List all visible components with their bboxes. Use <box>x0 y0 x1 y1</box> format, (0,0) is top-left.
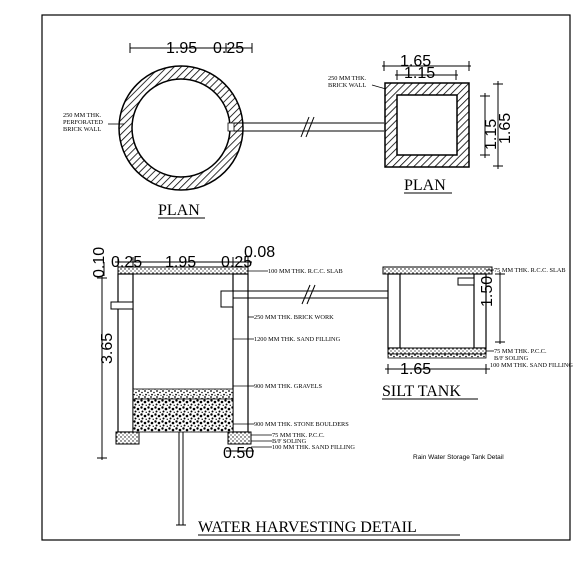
silt-section-dim-width: 1.65 <box>400 361 431 378</box>
section-dim-base: 0.50 <box>223 445 254 462</box>
silt-section-title: SILT TANK <box>382 383 461 400</box>
well-plan-title: PLAN <box>158 202 200 219</box>
silt-base-pcc <box>387 347 487 355</box>
well-label-line2: PERFORATED <box>63 119 103 126</box>
plan-well: 1.95 0.25 250 MM THK. PERFORATED BRICK W… <box>63 40 253 219</box>
section-dim-top-left: 0.25 <box>111 254 142 271</box>
section-dim-slab: 0.10 <box>91 247 108 278</box>
well-dim-diameter: 1.95 <box>166 40 197 57</box>
silt-plan-title: PLAN <box>404 177 446 194</box>
silt-dim-v-outer: 1.65 <box>497 113 514 144</box>
section-label-slab: 100 MM THK. R.C.C. SLAB <box>268 268 343 275</box>
section-base-right <box>227 431 252 445</box>
section-left-wall <box>117 273 134 433</box>
section-label-brick: 250 MM THK. BRICK WORK <box>254 314 334 321</box>
section-title: WATER HARVESTING DETAIL <box>198 519 417 536</box>
well-dim-wall: 0.25 <box>213 40 244 57</box>
section-label-sand-base: 100 MM THK. SAND FILLING <box>272 444 355 451</box>
section-dim-depth: 3.65 <box>99 333 116 364</box>
drawing-border <box>41 14 571 541</box>
plan-pipe <box>227 116 384 138</box>
section-base-left <box>115 431 140 445</box>
silt-section-dim-height: 1.50 <box>479 276 496 307</box>
silt-base-soling <box>387 353 487 359</box>
silt-inner-wall <box>396 94 458 156</box>
silt-label-line2: BRICK WALL <box>328 82 366 89</box>
section-dim-top-right: 0.25 <box>221 254 252 271</box>
section-well: 0.25 1.95 0.25 0.08 0.10 3.65 0.50 100 M… <box>91 244 460 536</box>
section-label-sand: 1200 MM THK. SAND FILLING <box>254 336 341 343</box>
well-label-line3: BRICK WALL <box>63 126 101 133</box>
section-dim-top-mid: 1.95 <box>165 254 196 271</box>
plan-silt: 1.65 1.15 1.15 1.65 250 MM THK. BRICK WA… <box>328 53 514 194</box>
section-label-boulders: 900 MM THK. STONE BOULDERS <box>254 421 349 428</box>
silt-section-label-soling: B/F SOLING <box>494 355 529 362</box>
silt-dim-inner: 1.15 <box>404 65 435 82</box>
silt-section-label-slab: 75 MM THK. R.C.C. SLAB <box>494 267 566 274</box>
silt-dim-outer: 1.65 <box>400 53 431 70</box>
section-slab <box>117 266 249 275</box>
silt-label-line1: 250 MM THK. <box>328 75 367 82</box>
well-inner-wall <box>131 78 231 178</box>
section-label-gravel: 900 MM THK. GRAVELS <box>254 383 322 390</box>
section-gravels <box>132 388 234 400</box>
silt-left-wall <box>387 273 401 349</box>
section-boulders <box>132 398 234 433</box>
section-label-soling: B/F SOLING <box>272 438 307 445</box>
silt-slab <box>382 266 493 275</box>
well-label-line1: 250 MM THK. <box>63 112 102 119</box>
silt-dim-v-inner: 1.15 <box>483 119 500 150</box>
section-silt: 1.50 1.65 75 MM THK. R.C.C. SLAB 75 MM T… <box>382 266 573 400</box>
silt-section-label-sand: 100 MM THK. SAND FILLING <box>490 362 573 369</box>
silt-section-label-pcc: 75 MM THK. P.C.C. <box>494 348 547 355</box>
section-label-pcc: 75 MM THK. P.C.C. <box>272 432 325 439</box>
section-dim-top-extra: 0.08 <box>244 244 275 261</box>
drawing-caption: Rain Water Storage Tank Detail <box>413 454 504 461</box>
